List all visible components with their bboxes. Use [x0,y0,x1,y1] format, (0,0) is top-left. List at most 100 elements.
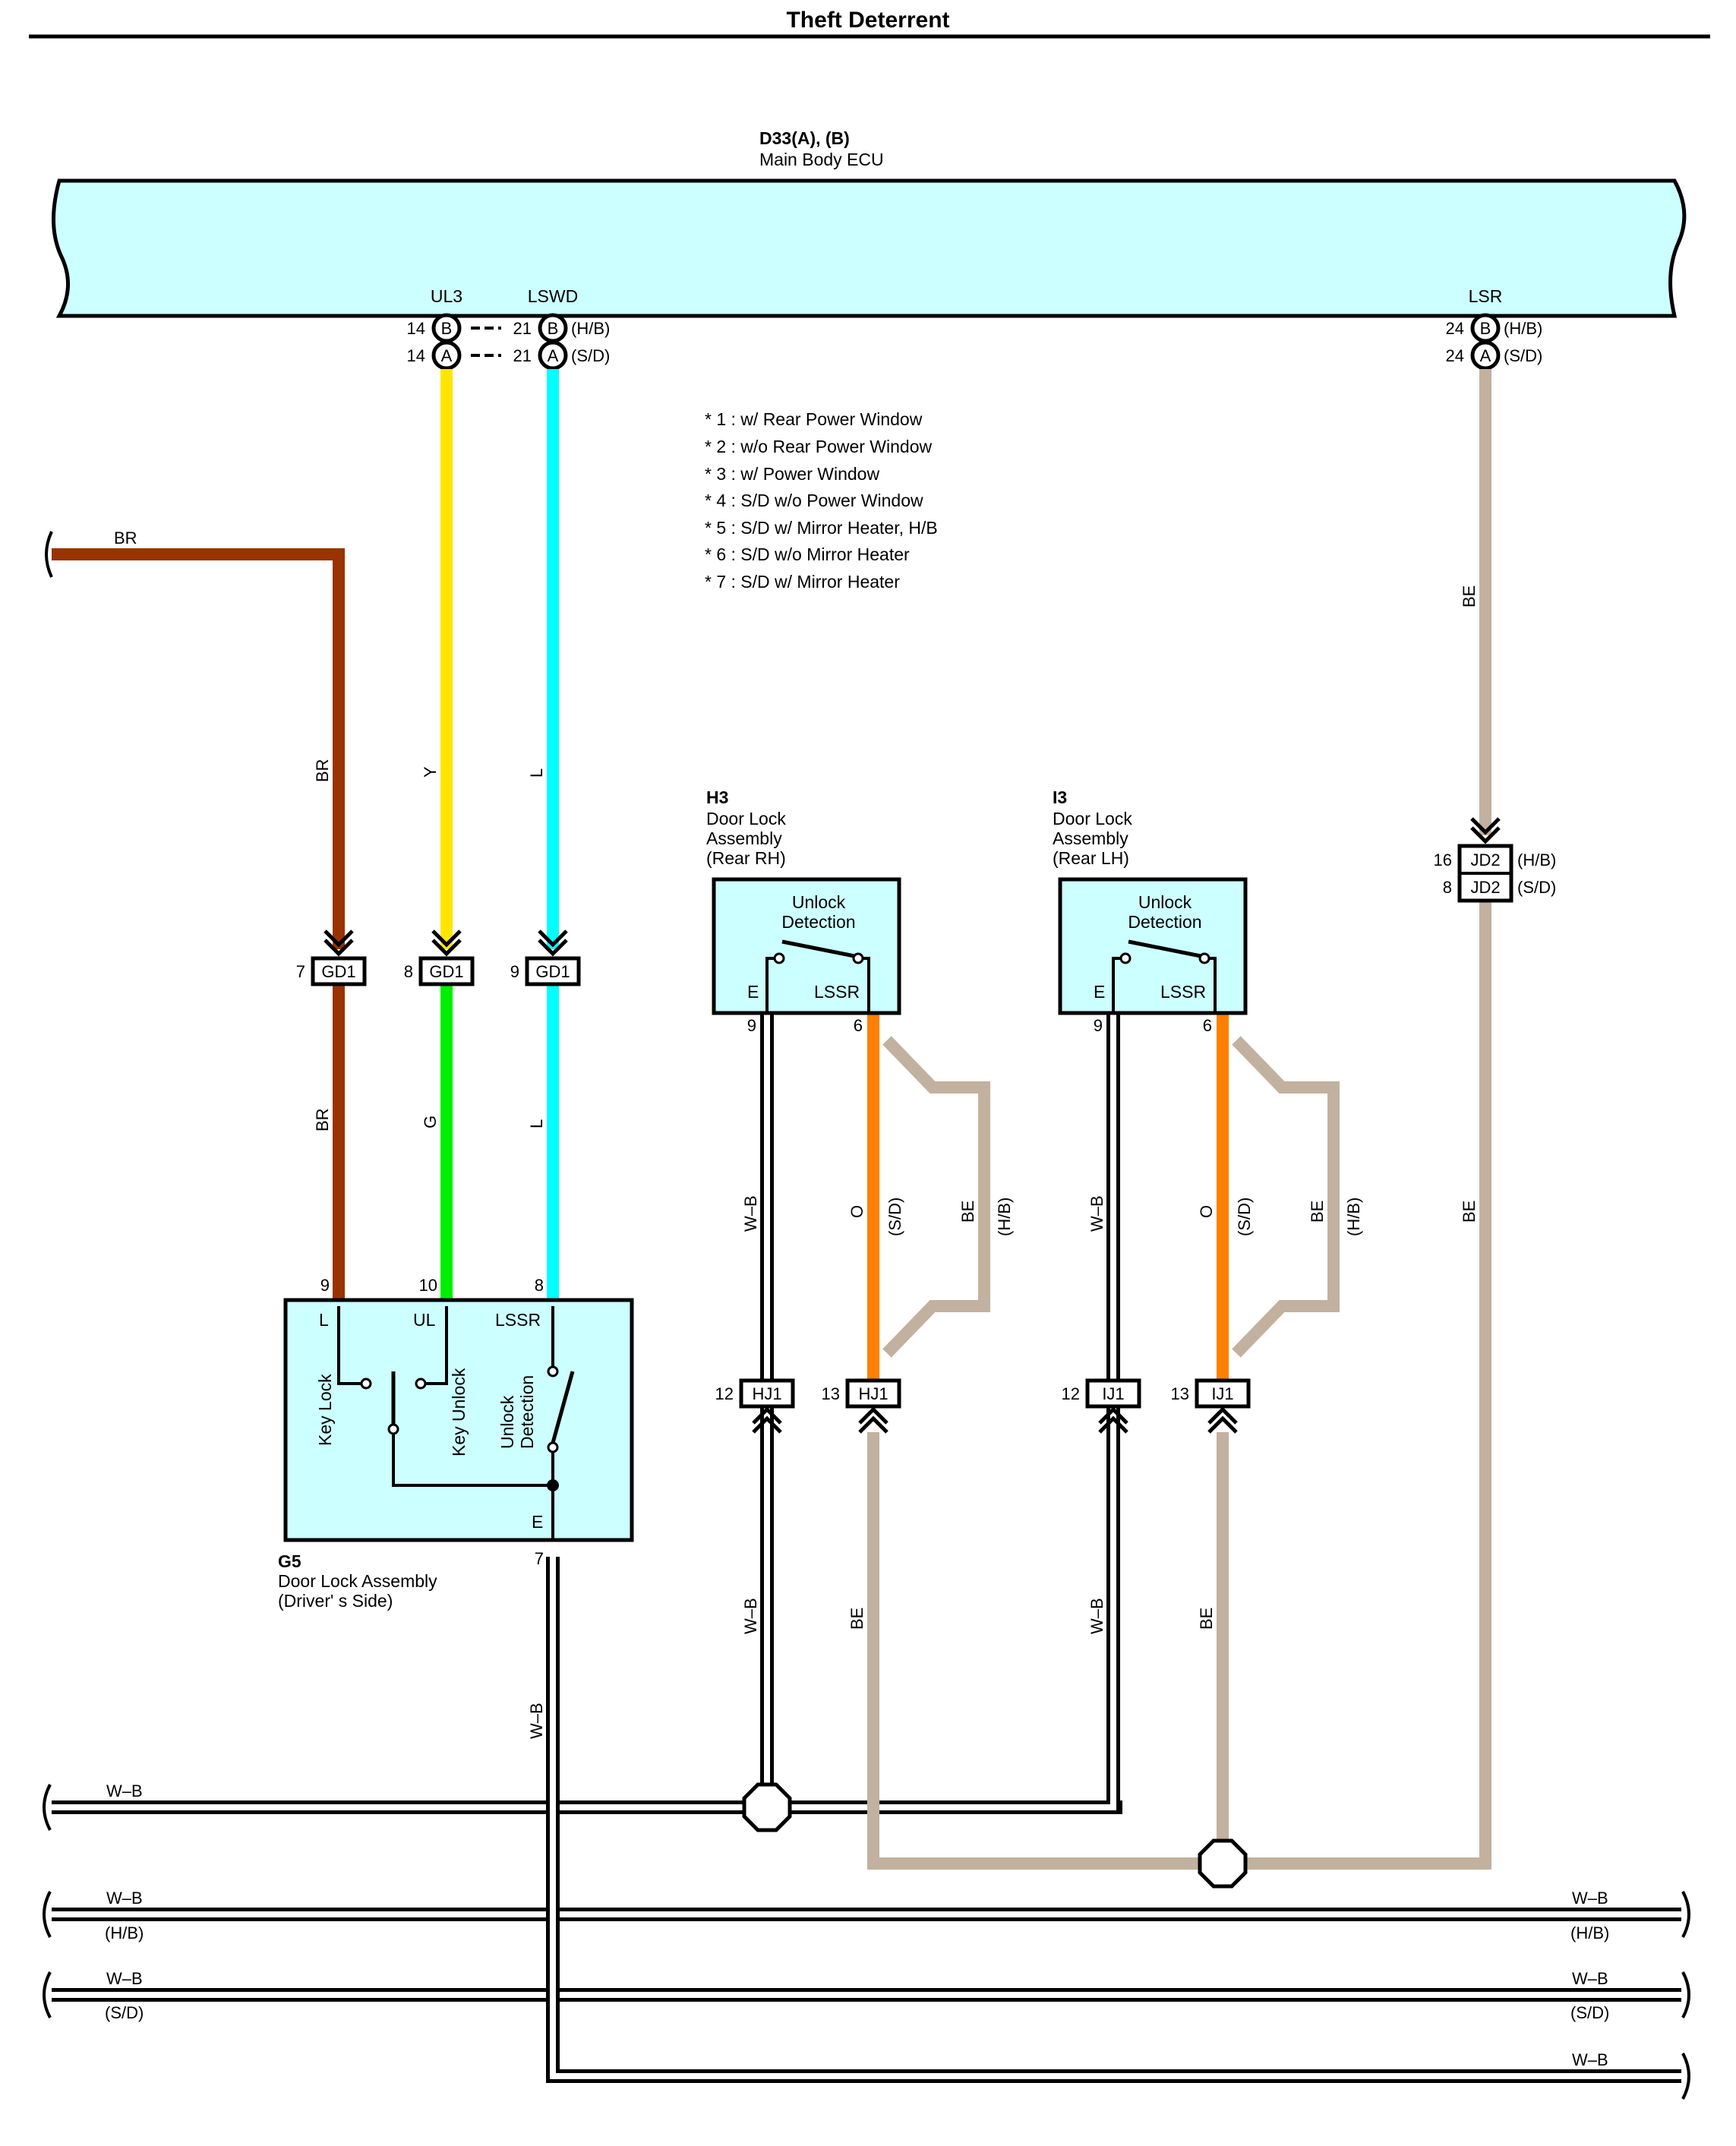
connector-pin: 9 [510,962,519,981]
chevron-down-icon [431,929,462,948]
l-label: L [527,1119,546,1128]
edge-mark [1681,1971,1690,2018]
wb-label: W–B [741,1598,760,1634]
be-label: BE [958,1201,977,1223]
component-name: Assembly [706,828,782,848]
hj1-connector-wb: HJ1 12 [715,1378,795,1434]
connector-box [739,1378,795,1409]
o-label: O [847,1205,866,1218]
edge-mark [1681,1891,1690,1938]
ul3-pin-a-letter: A [441,346,453,365]
be-wire [1232,1036,1340,1358]
chevron-down-icon [1470,826,1501,844]
connector-variant: (H/B) [1517,851,1556,869]
br-label: BR [313,1108,332,1131]
switch-contact [360,1378,372,1390]
switch-blade [551,1371,575,1444]
connector-box [525,956,581,986]
switch-label: Unlock [1138,892,1192,912]
switch-contact [1198,952,1210,964]
chevron-down-icon [324,939,354,957]
component-name: (Driver' s Side) [278,1591,393,1611]
chevron-up-icon [858,1415,889,1434]
note-2: * 2 : w/o Rear Power Window [705,437,933,456]
ground-splice [742,1782,792,1832]
ij1-connector-wb: IJ1 12 [1062,1378,1141,1434]
note-4: * 4 : S/D w/o Power Window [705,491,923,510]
jd2-connector: JD2 JD2 16 8 (H/B) (S/D) [1434,817,1556,903]
connector-pin: 8 [404,962,413,981]
junction-dot [547,1479,559,1491]
pin-label: 9 [1094,1016,1103,1035]
switch-contact [852,952,864,964]
chevron-up-icon [1098,1406,1128,1425]
wb-wire-stripe [767,1010,1116,1810]
lsr-pin-a-number: 24 [1446,346,1464,365]
be-wire [1223,901,1491,1870]
wb-label: W–B [106,1969,143,1988]
sd-label: (S/D) [105,2003,144,2022]
be-label: BE [1308,1201,1327,1223]
switch-label: Unlock [497,1395,517,1449]
variant-notes: * 1 : w/ Rear Power Window * 2 : w/o Rea… [705,409,938,592]
connector-pin: 8 [1443,878,1452,897]
ul3-pin-b-number: 14 [407,319,425,338]
lswd-variant-sd: (S/D) [571,346,610,365]
wb-wire [767,1010,1120,1814]
wb-label: W–B [106,1781,143,1800]
wb-label: W–B [1087,1598,1106,1634]
connector-pin: 12 [1062,1384,1080,1403]
g-label: G [421,1116,440,1128]
component-name: (Rear LH) [1053,848,1129,868]
connector-pin: 7 [296,962,305,981]
terminal-label: LSSR [495,1310,541,1330]
hj1-connector-be: HJ1 13 [822,1378,901,1434]
switch-contact [387,1423,399,1435]
connector-box [418,956,475,986]
ecu-terminal-lswd: LSWD [528,286,578,306]
ground-bus [52,1010,1681,2083]
switch-contact [415,1378,427,1390]
gd1-connector-br: GD1 7 [296,929,367,986]
pin-label: 9 [320,1276,330,1295]
switch-contact [773,952,785,964]
wb-label: W–B [1572,1889,1608,1908]
lswd-pin-a-number: 21 [513,346,532,365]
gd1-connector-l: GD1 9 [510,929,581,986]
component-name: (Rear RH) [706,848,786,868]
chevron-up-icon [858,1406,889,1425]
edge-mark [1681,2053,1690,2100]
pin-label: 6 [1203,1016,1212,1035]
lswd-pin-a-letter: A [548,346,559,365]
switch-blade [1128,939,1205,959]
wb-label: W–B [1087,1195,1106,1232]
component-id: G5 [278,1551,301,1571]
wb-label: W–B [527,1703,546,1739]
switch-lead [392,1434,553,1487]
gd1-connector-y: GD1 8 [404,929,475,986]
ecu-terminal-ul3: UL3 [431,286,462,306]
be-label: BE [1460,1201,1479,1223]
chevron-down-icon [538,929,568,948]
sd-label: (S/D) [1235,1198,1254,1236]
note-7: * 7 : S/D w/ Mirror Heater [705,572,900,592]
connector-name: GD1 [535,962,570,981]
chevron-down-icon [324,929,354,948]
hb-label: (H/B) [995,1198,1014,1236]
switch-label: Unlock [792,892,846,912]
connector-pin: 13 [822,1384,840,1403]
sd-label: (S/D) [885,1198,904,1236]
sd-label: (S/D) [1570,2003,1609,2022]
chevron-up-icon [1207,1406,1238,1425]
component-name: Door Lock [706,809,786,828]
lsr-variant-sd: (S/D) [1504,346,1542,365]
edge-mark [43,1784,52,1831]
o-label: O [1197,1205,1216,1218]
connector-name: IJ1 [1211,1384,1233,1403]
chevron-up-icon [752,1415,782,1434]
note-3: * 3 : w/ Power Window [705,464,879,484]
connector-pin: 12 [715,1384,734,1403]
switch-lead [337,1306,361,1385]
be-wire [867,1432,1223,1870]
hb-label: (H/B) [1570,1924,1609,1942]
